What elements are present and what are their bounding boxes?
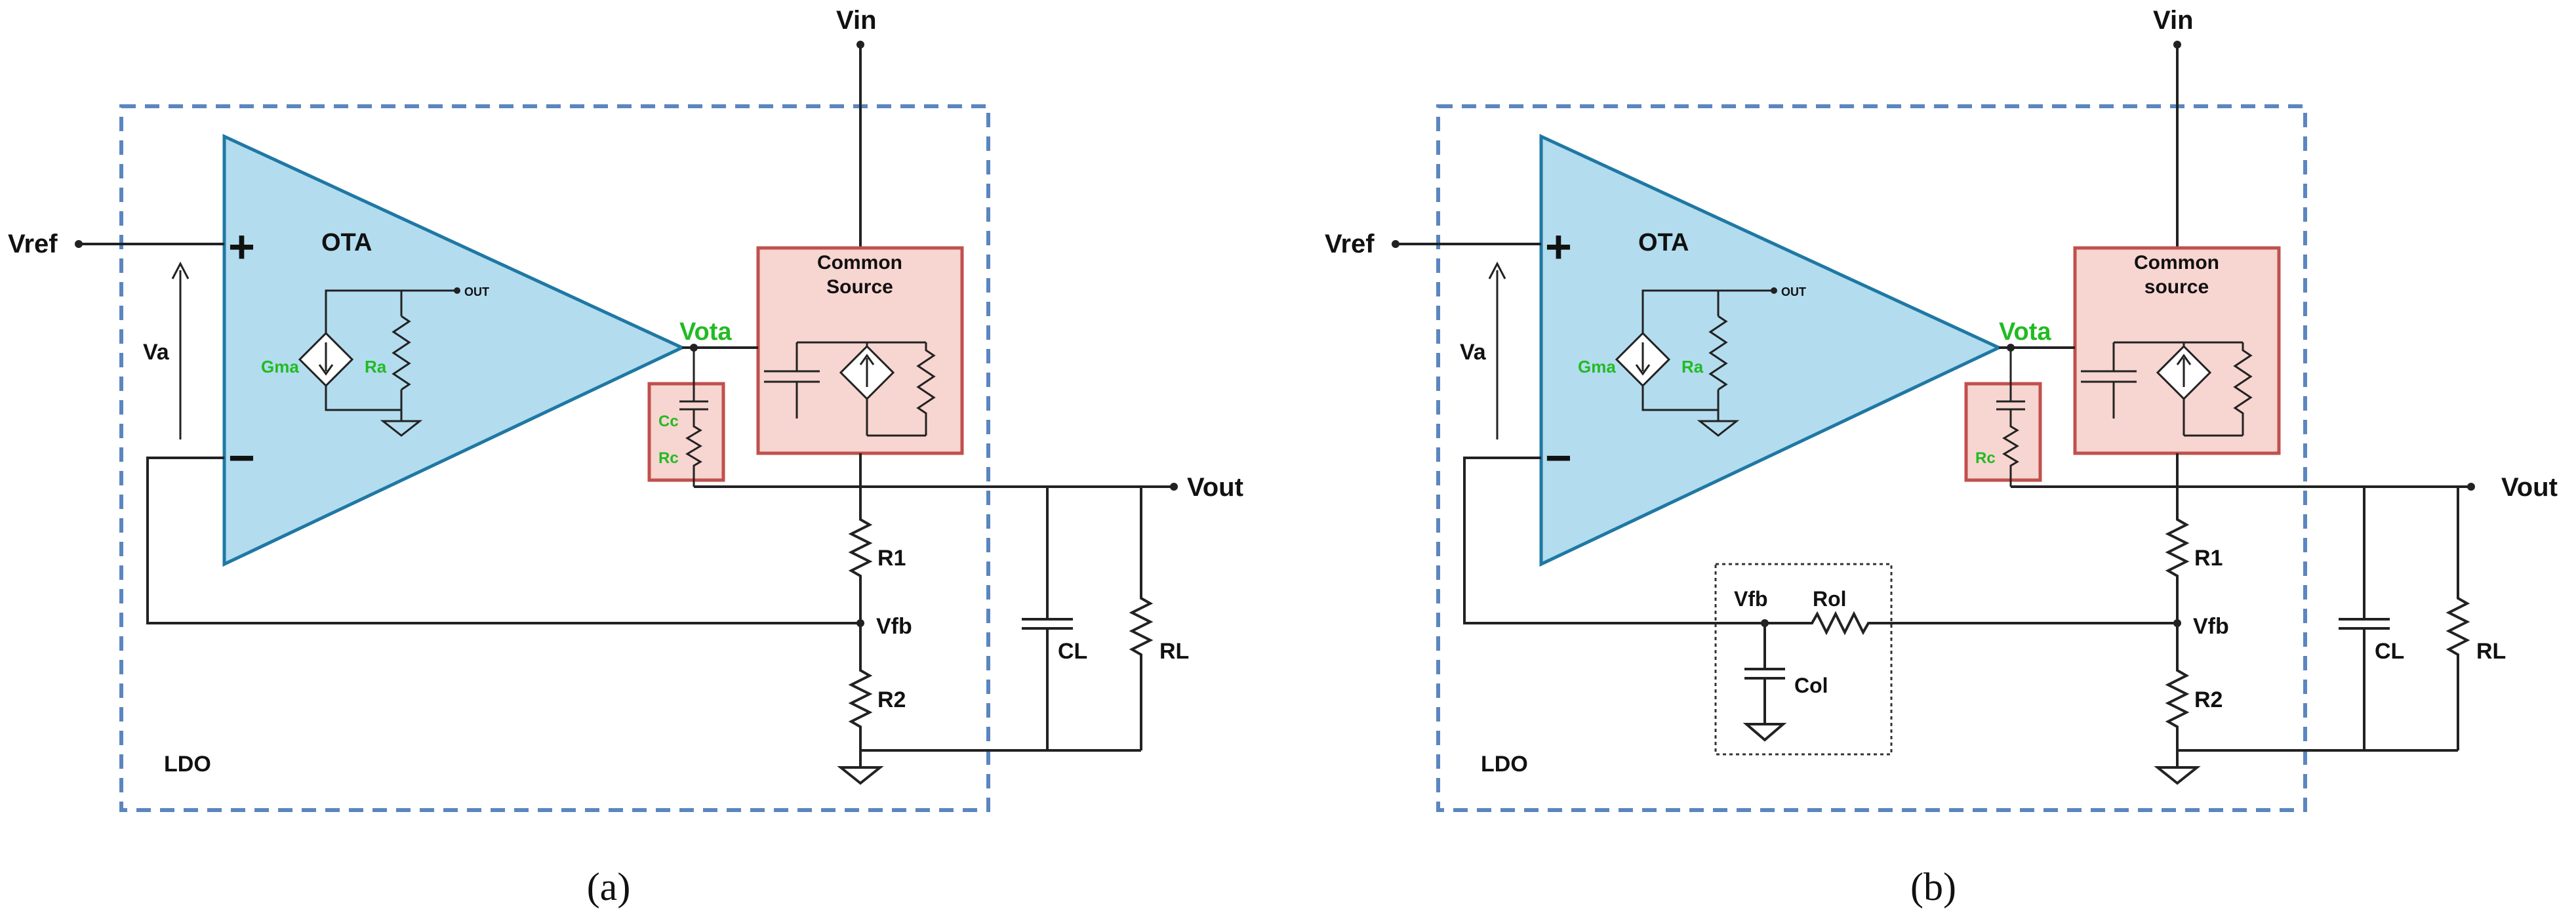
vout-node: [1170, 483, 1178, 491]
vout-label: Vout: [1187, 473, 1243, 502]
r2-resistor-icon: [2165, 623, 2190, 767]
ldo-label: LDO: [1481, 752, 1528, 777]
r1-resistor-icon: [848, 487, 873, 623]
ldo-label: LDO: [164, 752, 211, 777]
cs-arrow-head: [859, 354, 875, 365]
vout-label: Vout: [2501, 473, 2558, 502]
vref-label: Vref: [1325, 230, 1375, 258]
ldo-boundary: [119, 104, 990, 812]
out-label: OUT: [464, 285, 489, 298]
r1-label: R1: [877, 546, 906, 571]
col-ground-icon: [1742, 723, 1787, 742]
ota-label: OTA: [1638, 229, 1689, 256]
common-source-line2: source: [2144, 276, 2209, 298]
rl-label: RL: [1159, 639, 1189, 664]
cs-arrow-head: [2176, 354, 2192, 365]
common-source-line1: Common: [817, 252, 902, 274]
cl-label: CL: [2375, 639, 2404, 664]
compensation-block: [647, 382, 725, 482]
ota-label: OTA: [321, 229, 372, 256]
common-source-line1: Common: [2134, 252, 2219, 274]
ota-internal-wire-bottom: [325, 386, 403, 411]
ground-icon: [837, 766, 884, 785]
vota-label: Vota: [679, 318, 732, 346]
compensation-block: [1964, 382, 2042, 482]
ota-internal-wire-top: [325, 289, 457, 333]
gma-label: Gma: [1578, 357, 1616, 377]
panel-a: OTA + − OUT Gma Ra Vref Va Vin Common So…: [8, 6, 1243, 908]
rl-resistor-icon: [2445, 487, 2470, 750]
panel-caption: (a): [587, 865, 631, 908]
feedback-wire: [146, 457, 860, 624]
out-label: OUT: [1781, 285, 1806, 298]
rl-resistor-icon: [1129, 487, 1154, 750]
rc-resistor-icon: [685, 409, 702, 487]
panel-b: OTA + − OUT Gma Ra Vref Va Vin Common so…: [1325, 6, 2558, 908]
vfb-label: Vfb: [2193, 614, 2229, 639]
panel-caption: (b): [1910, 865, 1956, 908]
cs-resistor-icon: [916, 342, 936, 436]
r2-label: R2: [2194, 687, 2223, 712]
ra-resistor-icon: [1708, 315, 1728, 391]
rol-label: Rol: [1813, 587, 1847, 611]
ra-label: Ra: [1681, 357, 1704, 377]
gma-arrow-head: [1635, 364, 1651, 376]
vout-node: [2467, 483, 2475, 491]
rol-resistor-icon: [1765, 611, 2177, 636]
common-source-line2: Source: [826, 276, 893, 298]
cc-label: Cc: [658, 413, 679, 430]
r2-resistor-icon: [848, 623, 873, 767]
plus-sign: +: [1545, 221, 1572, 272]
gma-label: Gma: [261, 357, 299, 377]
va-label: Va: [143, 340, 170, 365]
va-arrow-head: [171, 261, 190, 279]
cs-resistor-icon: [2233, 342, 2253, 436]
ota-internal-wire-bottom: [1641, 386, 1720, 411]
rl-label: RL: [2476, 639, 2506, 664]
minus-sign: −: [228, 432, 255, 483]
va-label: Va: [1460, 340, 1487, 365]
rc-resistor-icon: [2002, 409, 2019, 487]
plus-sign: +: [228, 221, 255, 272]
ota-triangle: [222, 134, 686, 567]
ground-icon: [2154, 766, 2201, 785]
ota-triangle: [1539, 134, 2003, 567]
vin-label: Vin: [2153, 6, 2194, 35]
gma-arrow-head: [318, 364, 334, 376]
ra-label: Ra: [365, 357, 387, 377]
va-arrow-head: [1488, 261, 1506, 279]
ldo-boundary: [1436, 104, 2307, 812]
feedback-wire: [1463, 457, 1812, 624]
ota-internal-wire-top: [1641, 289, 1774, 333]
ra-resistor-icon: [392, 315, 411, 391]
vref-label: Vref: [8, 230, 58, 258]
r1-resistor-icon: [2165, 487, 2190, 623]
vfb-label: Vfb: [876, 614, 912, 639]
out-node: [454, 287, 460, 294]
ota-ground-icon: [1697, 420, 1740, 437]
minus-sign: −: [1545, 432, 1572, 483]
vfb-inner-label: Vfb: [1734, 587, 1768, 611]
r2-label: R2: [877, 687, 906, 712]
rc-label: Rc: [658, 449, 679, 467]
vin-label: Vin: [836, 6, 877, 35]
rc-label: Rc: [1975, 449, 1996, 467]
r1-label: R1: [2194, 546, 2223, 571]
vota-label: Vota: [1999, 318, 2051, 346]
cl-label: CL: [1058, 639, 1087, 664]
ota-ground-icon: [380, 420, 423, 437]
out-node: [1771, 287, 1777, 294]
feedback-filter-box: [1714, 563, 1893, 756]
col-label: Col: [1794, 674, 1828, 697]
